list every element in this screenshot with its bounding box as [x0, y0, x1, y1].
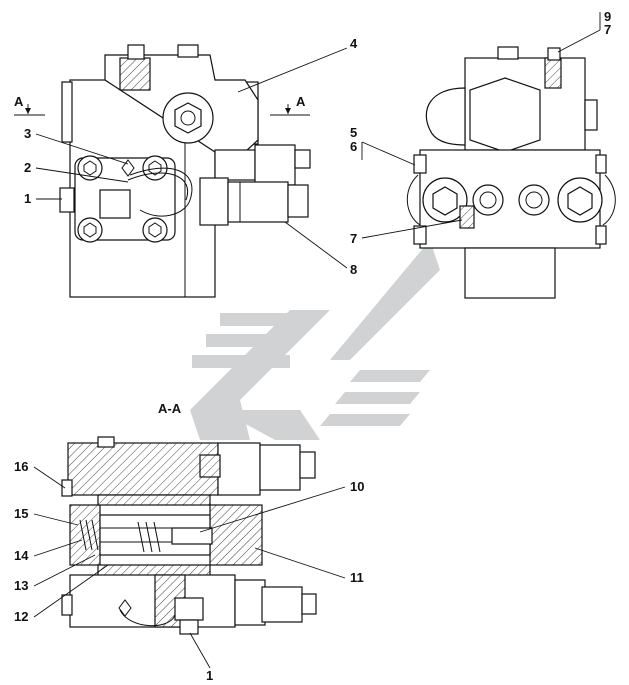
callout-13: 13 — [14, 578, 28, 593]
callout-8: 8 — [350, 262, 357, 277]
section-title: A-A — [158, 401, 182, 416]
chevron-logo-icon — [190, 240, 440, 440]
callout-15: 15 — [14, 506, 28, 521]
callout-11: 11 — [350, 570, 364, 585]
section-view — [61, 436, 317, 635]
callout-14: 14 — [14, 548, 29, 563]
callout-1-top: 1 — [24, 191, 31, 206]
section-mark-left: A — [14, 94, 24, 109]
leader-lines — [33, 12, 601, 669]
callout-7-top: 7 — [604, 22, 611, 37]
callout-12: 12 — [14, 609, 28, 624]
callout-1-bottom: 1 — [206, 668, 213, 683]
callout-16: 16 — [14, 459, 28, 474]
callout-4: 4 — [350, 36, 358, 51]
callout-10: 10 — [350, 479, 364, 494]
callout-5: 5 — [350, 125, 357, 140]
callout-7-right: 7 — [350, 231, 357, 246]
side-view — [406, 46, 616, 299]
callout-6: 6 — [350, 139, 357, 154]
callout-2: 2 — [24, 160, 31, 175]
callout-3: 3 — [24, 126, 31, 141]
front-view: A A — [14, 44, 311, 298]
callout-9: 9 — [604, 9, 611, 24]
section-mark-right: A — [296, 94, 306, 109]
